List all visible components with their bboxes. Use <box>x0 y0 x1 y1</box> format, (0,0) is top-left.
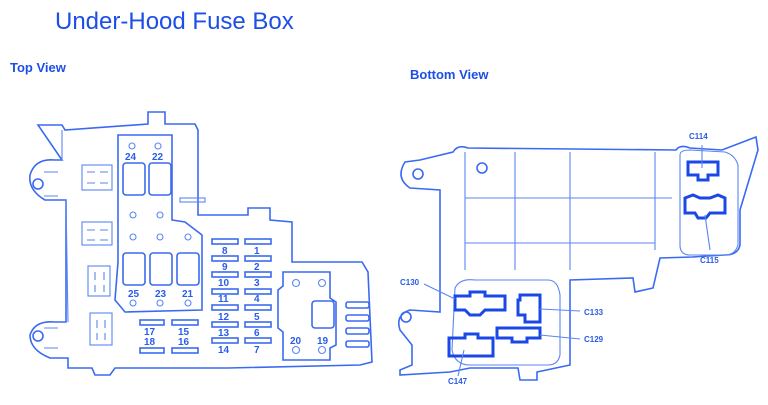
fuse-15 <box>171 319 199 326</box>
fuse-19-label: 19 <box>317 336 329 347</box>
top-view-label: Top View <box>10 60 66 75</box>
connector-c147-label: C147 <box>448 377 468 386</box>
relay-23-label: 23 <box>155 289 167 300</box>
fuse-17 <box>139 319 165 326</box>
bottom-view-diagram: C114 C115 C130 C133 C129 C147 <box>397 132 759 386</box>
fuse-18-label: 18 <box>144 337 156 348</box>
diagram-title: Under-Hood Fuse Box <box>55 8 294 35</box>
connector-c129 <box>495 326 542 344</box>
connector-c130 <box>453 290 507 317</box>
fuse-16-label: 16 <box>178 337 190 348</box>
connector-c130-label: C130 <box>400 278 420 287</box>
bottom-view-label: Bottom View <box>410 67 489 82</box>
relay-21 <box>176 252 200 286</box>
svg-text:6: 6 <box>254 328 260 339</box>
connector-c133 <box>516 293 542 324</box>
relay-22-label: 22 <box>152 152 164 163</box>
svg-text:5: 5 <box>254 312 260 323</box>
top-view-diagram: 24 22 25 23 21 17 18 15 16 8 9 10 11 12 … <box>28 111 373 376</box>
svg-text:3: 3 <box>254 278 260 289</box>
svg-text:7: 7 <box>254 345 260 356</box>
connector-c114 <box>686 160 720 182</box>
connector-c147 <box>447 332 495 358</box>
fuse-column-left: 8 9 10 11 12 13 14 <box>211 238 239 356</box>
fuse-16 <box>171 347 199 354</box>
relay-25-label: 25 <box>128 289 140 300</box>
relay-22 <box>148 162 172 196</box>
connector-c133-label: C133 <box>584 308 604 317</box>
fuse-column-right: 1 2 3 4 5 6 7 <box>244 238 272 356</box>
fuse-block-20-19 <box>277 271 337 361</box>
svg-text:10: 10 <box>218 278 230 289</box>
relay-21-label: 21 <box>182 289 194 300</box>
relay-24 <box>122 162 146 196</box>
connector-c115 <box>683 193 727 220</box>
svg-text:9: 9 <box>222 262 228 273</box>
svg-text:11: 11 <box>218 294 229 305</box>
svg-text:1: 1 <box>254 246 260 257</box>
svg-text:13: 13 <box>218 328 230 339</box>
svg-text:4: 4 <box>254 294 260 305</box>
svg-text:8: 8 <box>222 246 228 257</box>
fuse-15-label: 15 <box>178 327 190 338</box>
svg-text:12: 12 <box>218 312 230 323</box>
fuse-20-label: 20 <box>290 336 302 347</box>
relay-24-label: 24 <box>125 152 137 163</box>
fuse-18 <box>139 347 165 354</box>
fuse-17-label: 17 <box>144 327 156 338</box>
svg-text:2: 2 <box>254 262 260 273</box>
connector-c115-label: C115 <box>700 256 719 265</box>
relay-25 <box>122 252 146 286</box>
svg-text:14: 14 <box>218 345 230 356</box>
connector-c114-label: C114 <box>689 132 708 141</box>
relay-23 <box>149 252 173 286</box>
connector-c129-label: C129 <box>584 335 604 344</box>
